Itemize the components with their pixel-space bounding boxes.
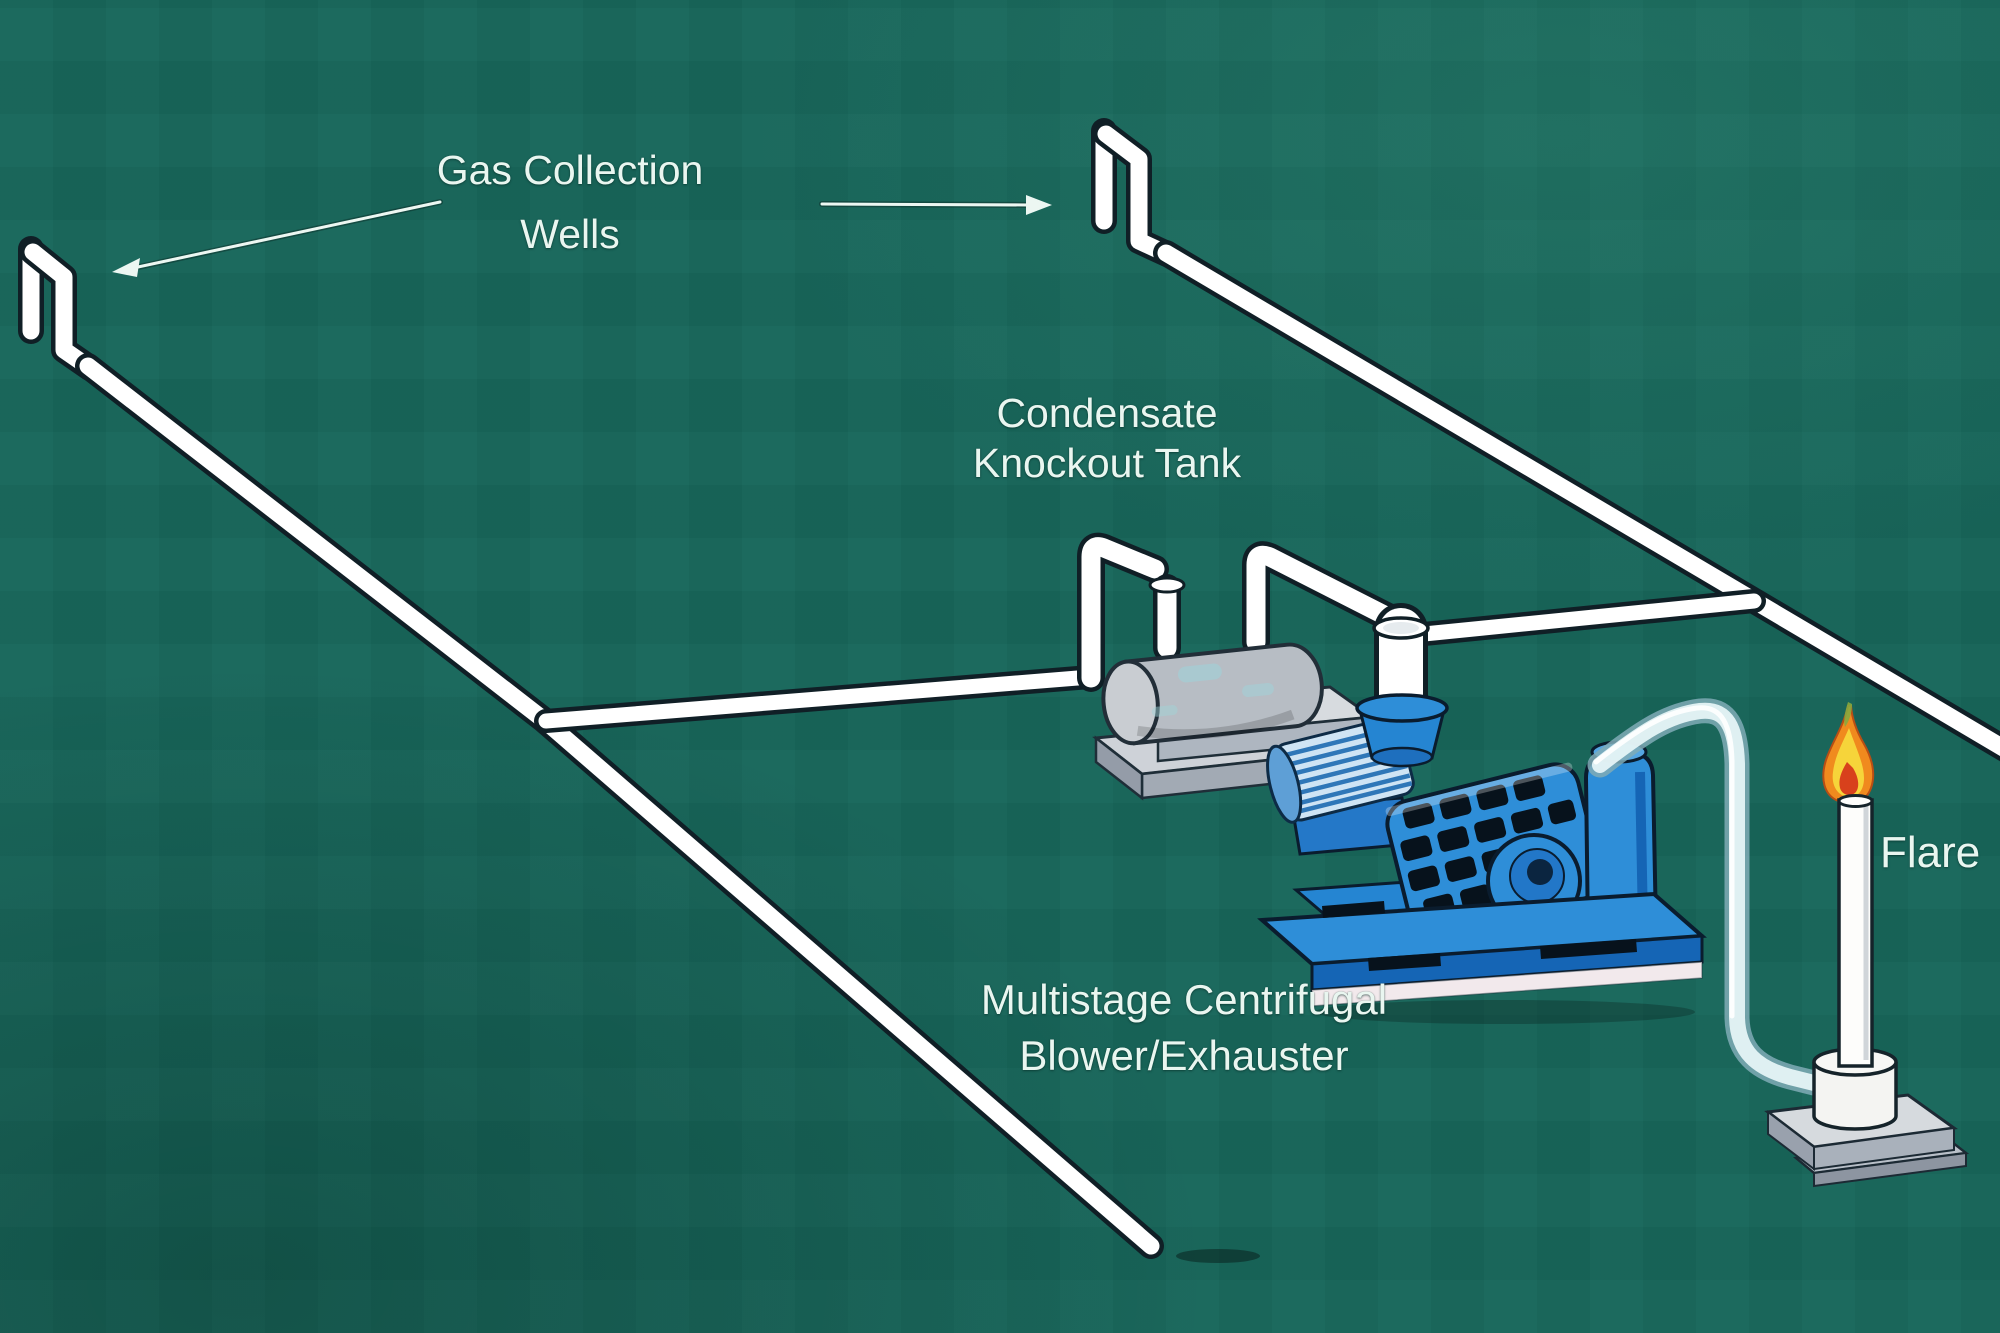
flare xyxy=(1764,702,1970,1188)
blower-skid-base xyxy=(1257,891,1707,1024)
flame-tip xyxy=(1844,702,1852,727)
flare-flame xyxy=(1822,702,1875,805)
tank-inlet-gooseneck-pipe xyxy=(1077,532,1186,692)
gas-collection-well-right xyxy=(1091,118,1180,267)
tank-outlet-gooseneck-pipe xyxy=(1242,541,1402,656)
label-line: Knockout Tank xyxy=(972,440,1242,486)
label-line: Gas Collection xyxy=(436,147,704,193)
label-line: Flare xyxy=(1880,828,1981,877)
label-line: Condensate xyxy=(996,390,1218,436)
branch-pipe-to-tank xyxy=(534,665,1102,733)
pipe-coupling-cap xyxy=(1148,576,1186,594)
flame-core xyxy=(1839,762,1859,796)
wells-arrow-right xyxy=(819,195,1052,215)
flare-stack xyxy=(1837,794,1874,1068)
west-collection-header-pipe xyxy=(75,353,1260,1263)
branch-pipe-to-blower xyxy=(1412,589,1766,646)
arrowhead-left xyxy=(112,258,140,277)
label-line: Wells xyxy=(520,211,620,257)
label-gas-collection-wells: Gas Collection Wells xyxy=(370,138,770,266)
pipe-end-shadow xyxy=(1176,1249,1260,1263)
multistage-centrifugal-blower xyxy=(1257,693,1707,1024)
flare-feed-pipe xyxy=(1587,698,1827,1096)
label-condensate-knockout-tank: Condensate Knockout Tank xyxy=(907,388,1307,488)
tank-vessel xyxy=(1101,642,1324,746)
label-multistage-blower: Multistage Centrifugal Blower/Exhauster xyxy=(934,972,1434,1084)
label-flare: Flare xyxy=(1880,828,2000,878)
gas-collection-well-left xyxy=(18,236,103,381)
label-line: Multistage Centrifugal xyxy=(980,976,1388,1023)
wells-arrow-left xyxy=(112,199,443,277)
blower-inlet-collar xyxy=(1355,693,1449,768)
arrowhead-right xyxy=(1026,195,1052,215)
label-line: Blower/Exhauster xyxy=(1019,1032,1349,1079)
east-collection-header-pipe xyxy=(1153,240,2000,762)
